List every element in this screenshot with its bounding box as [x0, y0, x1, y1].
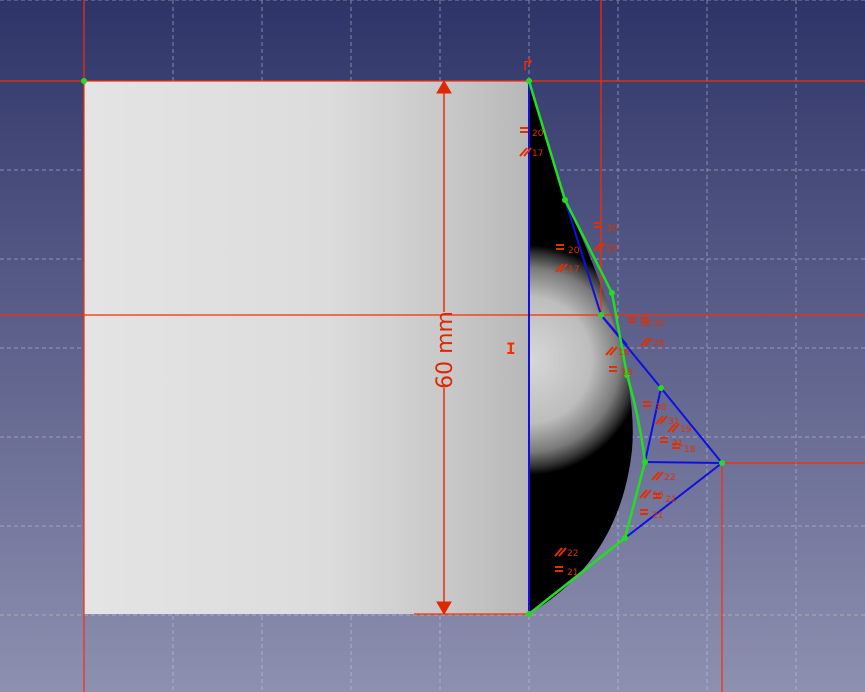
parallel-constraint-icon — [651, 471, 664, 481]
parallel-constraint-icon — [667, 423, 680, 433]
constraint-label: 21 — [665, 495, 676, 505]
equal-constraint-icon — [609, 366, 617, 372]
equal-constraint-icon — [640, 509, 648, 515]
constraint-label: 21 — [567, 568, 578, 578]
point-bottom — [526, 611, 532, 617]
equal-constraint-icon — [653, 493, 661, 499]
sketch-points[interactable] — [81, 78, 725, 617]
constraint-label: 31 — [668, 417, 679, 427]
origin-marker-icon: ↱ — [521, 55, 534, 74]
constraint-label: 29 — [606, 244, 618, 254]
revolved-solid[interactable] — [84, 81, 633, 614]
constraint-label: 30 — [653, 319, 665, 329]
parallel-constraint-icon — [655, 415, 668, 425]
point-top-left — [81, 78, 87, 84]
parallel-constraint-icon — [554, 547, 567, 557]
constraint-label: 20 — [568, 246, 580, 256]
parallel-constraint-icon — [593, 242, 606, 252]
equal-constraint-icon — [660, 437, 668, 443]
dimension-60mm[interactable]: 60 mm — [433, 80, 458, 615]
parallel-constraint-icon — [640, 337, 653, 347]
point-8 — [622, 535, 628, 541]
point-1 — [562, 197, 568, 203]
constraint-label: 17 — [532, 149, 543, 159]
point-4 — [624, 372, 630, 378]
constraint-label: 22 — [664, 473, 675, 483]
dimension-label: 60 mm — [433, 311, 458, 389]
point-2 — [609, 290, 615, 296]
solid-body[interactable] — [84, 81, 529, 614]
equal-constraint-icon — [672, 443, 680, 449]
equal-constraint-icon — [628, 317, 636, 323]
control-leg-2 — [600, 314, 628, 346]
equal-constraint-icon — [594, 222, 602, 228]
parallel-constraint-icon — [605, 346, 618, 356]
equal-constraint-icon — [555, 566, 563, 572]
constraint-label: 30 — [652, 491, 664, 501]
constraint-label: 30 — [606, 224, 618, 234]
point-7 — [719, 460, 725, 466]
solid-bulb[interactable] — [529, 81, 633, 614]
control-leg-4 — [644, 461, 723, 464]
constraint-label: 30 — [655, 403, 667, 413]
constraint-label: 22 — [567, 549, 578, 559]
constraint-label: 28 — [653, 339, 665, 349]
dimension-arrow-up-icon — [436, 80, 452, 94]
constraint-label: 18 — [621, 368, 633, 378]
equal-constraint-icon — [520, 127, 528, 133]
equal-constraint-icon — [556, 244, 564, 250]
text-cursor-icon: I — [506, 339, 516, 358]
constraint-label: 21 — [652, 511, 663, 521]
point-6 — [642, 459, 648, 465]
constraint-label: 20 — [532, 129, 544, 139]
constraint-label: 18 — [618, 348, 630, 358]
point-5 — [658, 385, 664, 391]
parallel-constraint-icon — [519, 147, 532, 157]
constraint-label: 18 — [684, 445, 696, 455]
control-leg-3 — [644, 387, 662, 463]
point-3 — [598, 312, 604, 318]
constraint-label: 30 — [640, 319, 652, 329]
parallel-constraint-icon — [555, 263, 568, 273]
dimension-arrow-down-icon — [436, 601, 452, 615]
point-top — [526, 78, 532, 84]
constraint-label: 17 — [568, 265, 579, 275]
equal-constraint-icon — [643, 401, 651, 407]
parallel-constraint-icon — [639, 489, 652, 499]
constraint-label: 19 — [680, 425, 692, 435]
equal-constraint-icon — [641, 317, 649, 323]
